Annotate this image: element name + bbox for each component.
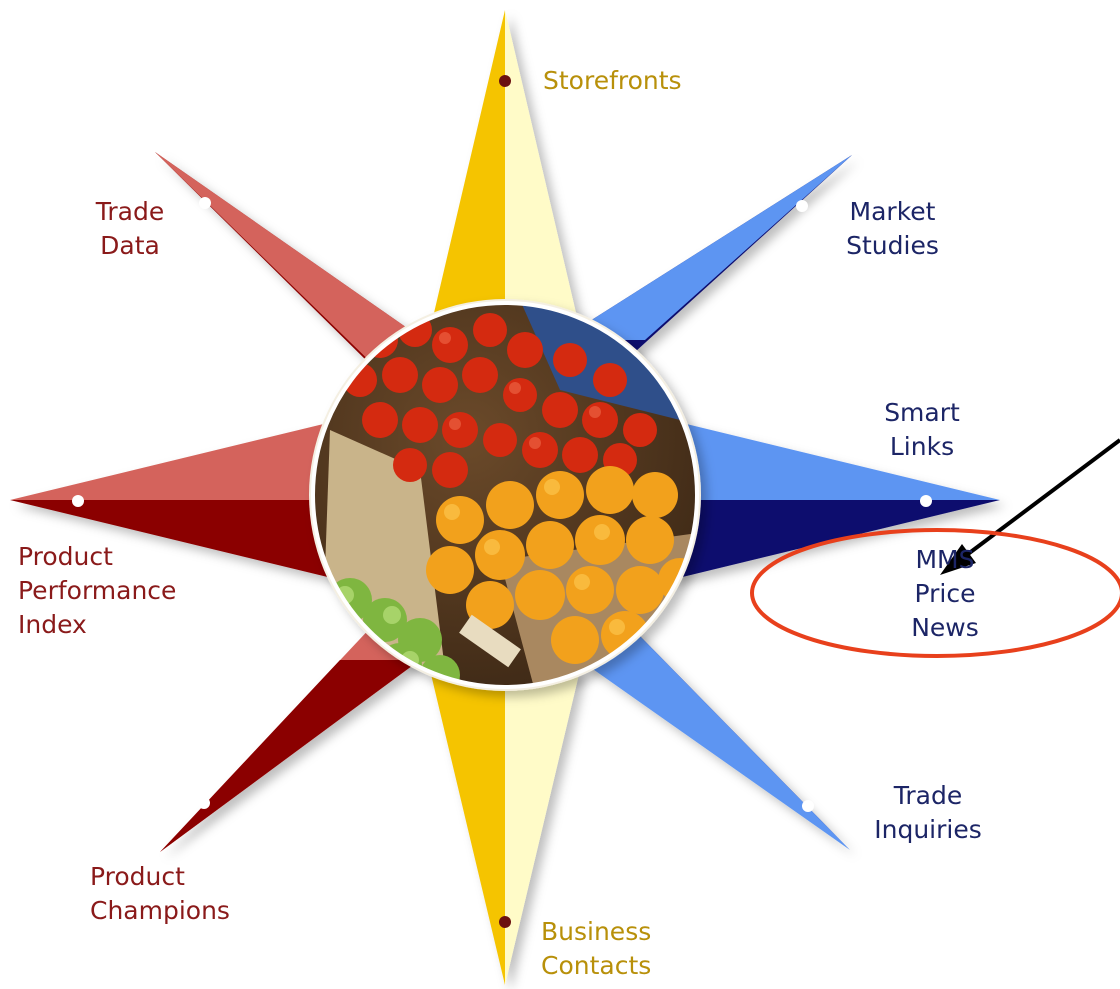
nav-trade-data-line2: Data (100, 231, 160, 260)
nav-ppi-line2: Performance (18, 576, 177, 605)
nav-mms-line2: Price (914, 579, 976, 608)
nav-ppi-line1: Product (18, 542, 113, 571)
nav-business-contacts-line1: Business (541, 917, 652, 946)
point-business-contacts[interactable] (430, 670, 580, 985)
nav-product-champions-line1: Product (90, 862, 185, 891)
nav-market-studies-line2: Studies (846, 231, 939, 260)
nav-ppi-line3: Index (18, 610, 87, 639)
point-storefronts[interactable] (430, 10, 580, 330)
point-product-champions[interactable] (160, 575, 420, 852)
nav-trade-inquiries-line2: Inquiries (874, 815, 982, 844)
point-trade-inquiries[interactable] (580, 575, 850, 850)
nav-trade-data-line1: Trade (95, 197, 165, 226)
highlight-ellipse (750, 528, 1120, 658)
nav-smart-links-line1: Smart (884, 398, 960, 427)
nav-market-studies-line1: Market (849, 197, 936, 226)
point-dots (72, 75, 932, 928)
nav-storefronts[interactable]: Storefronts (543, 64, 682, 98)
nav-smart-links[interactable]: Smart Links (872, 396, 972, 464)
nav-product-champions-line2: Champions (90, 896, 230, 925)
nav-mms-line3: News (911, 613, 979, 642)
nav-product-champions[interactable]: Product Champions (90, 860, 230, 928)
nav-mms-line1: MMS (915, 545, 975, 574)
nav-business-contacts[interactable]: Business Contacts (541, 915, 651, 983)
nav-business-contacts-line2: Contacts (541, 951, 652, 980)
nav-trade-inquiries-line1: Trade (893, 781, 963, 810)
nav-market-studies[interactable]: Market Studies (830, 195, 955, 263)
nav-trade-inquiries[interactable]: Trade Inquiries (858, 779, 998, 847)
point-product-performance-index[interactable] (10, 420, 340, 580)
nav-trade-data[interactable]: Trade Data (80, 195, 180, 263)
nav-smart-links-line2: Links (889, 432, 955, 461)
nav-product-performance-index[interactable]: Product Performance Index (18, 540, 176, 642)
nav-mms-price-news[interactable]: MMS Price News (890, 543, 1000, 645)
pointer-arrow (940, 438, 1120, 575)
nav-storefronts-label: Storefronts (543, 66, 682, 95)
